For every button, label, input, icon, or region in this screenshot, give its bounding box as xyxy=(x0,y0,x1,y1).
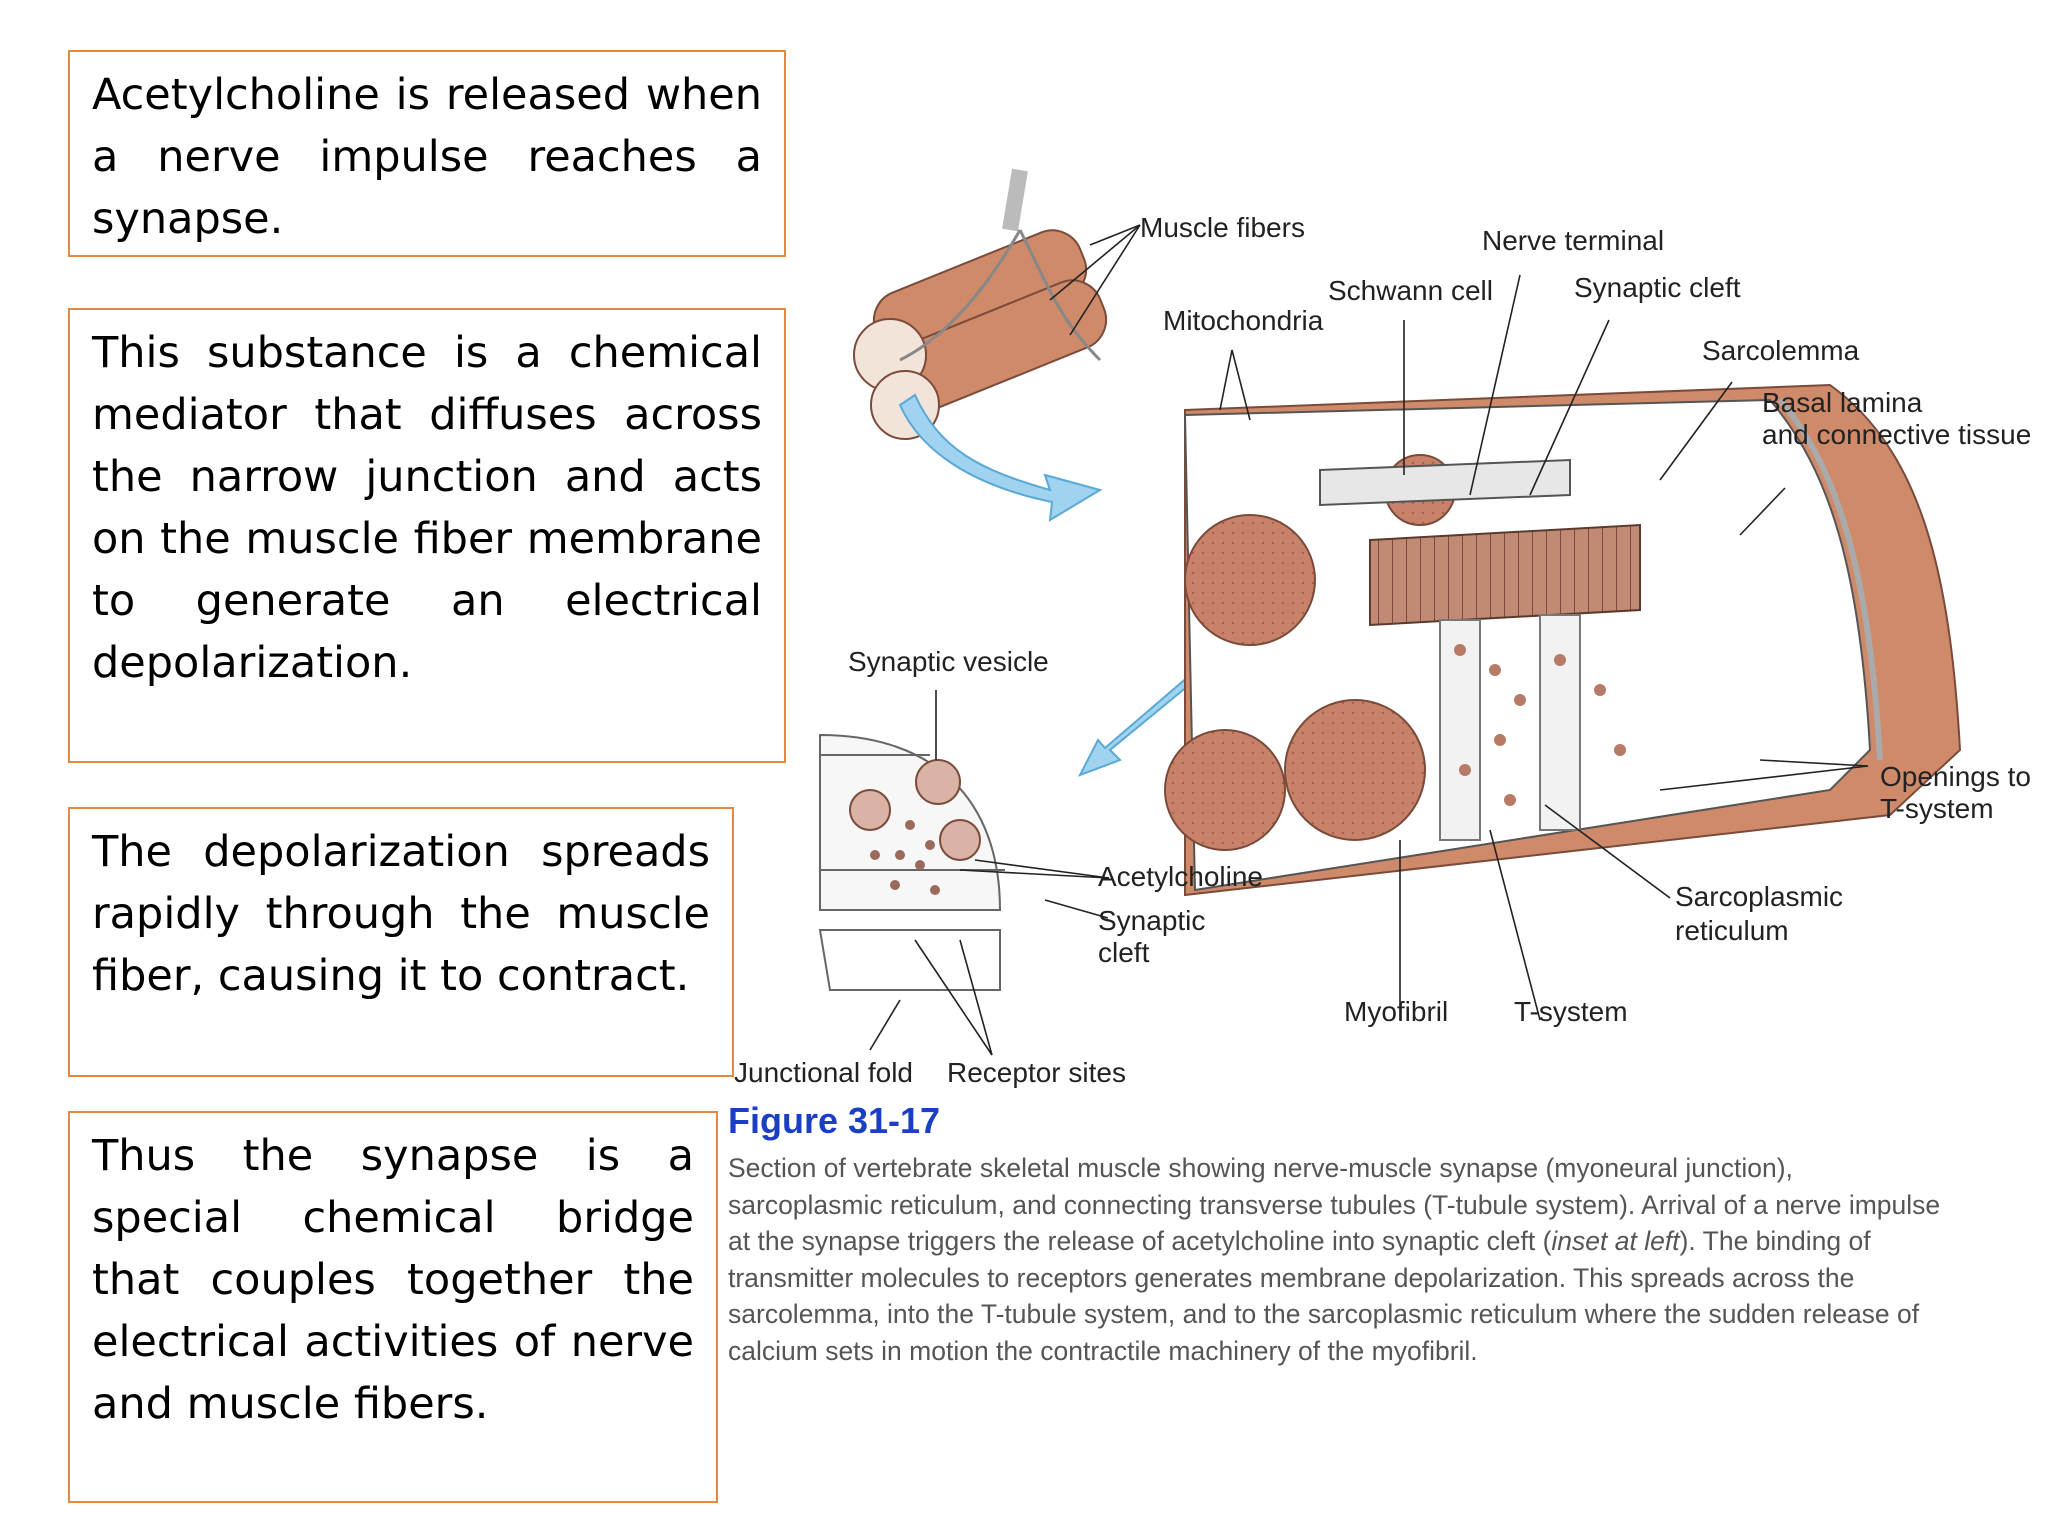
label-basal-lamina-2: and connective tissue xyxy=(1762,419,2031,450)
label-t-system: T-system xyxy=(1514,996,1628,1027)
label-junctional-fold: Junctional fold xyxy=(734,1057,913,1088)
label-inset-cleft: cleft xyxy=(1098,937,1150,968)
neuromuscular-junction-figure: Muscle fibers Nerve terminal Schwann cel… xyxy=(734,168,2031,1088)
muscle-bundle xyxy=(853,168,1108,440)
label-sarcoplasmic-1: Sarcoplasmic xyxy=(1675,881,1843,912)
figure-caption-title: Figure 31-17 xyxy=(728,1100,941,1141)
label-sarcoplasmic-2: reticulum xyxy=(1675,915,1789,946)
label-inset-synaptic: Synaptic xyxy=(1098,905,1205,936)
label-mitochondria: Mitochondria xyxy=(1163,305,1324,336)
label-synaptic-vesicle: Synaptic vesicle xyxy=(848,646,1049,677)
label-synaptic-cleft: Synaptic cleft xyxy=(1574,272,1741,303)
label-schwann-cell: Schwann cell xyxy=(1328,275,1493,306)
figure-caption: Section of vertebrate skeletal muscle sh… xyxy=(728,1150,1948,1369)
label-sarcolemma: Sarcolemma xyxy=(1702,335,1860,366)
label-myofibril: Myofibril xyxy=(1344,996,1448,1027)
muscle-section-block xyxy=(1164,383,1962,897)
synapse-inset xyxy=(818,733,1005,991)
label-nerve-terminal: Nerve terminal xyxy=(1482,225,1664,256)
zoom-arrow-upper xyxy=(898,393,1103,522)
caption-part-italic: inset at left xyxy=(1551,1226,1680,1256)
label-acetylcholine: Acetylcholine xyxy=(1098,861,1263,892)
text-box-chemical-mediator: This substance is a chemical mediator th… xyxy=(68,308,786,763)
label-openings-1: Openings to xyxy=(1880,761,2031,792)
label-basal-lamina-1: Basal lamina xyxy=(1762,387,1923,418)
caption-part-2: ). The binding of transmitter molecules … xyxy=(728,1226,1920,1366)
label-receptor-sites: Receptor sites xyxy=(947,1057,1126,1088)
text-box-depolarization-spreads: The depolarization spreads rapidly throu… xyxy=(68,807,734,1077)
label-muscle-fibers: Muscle fibers xyxy=(1140,212,1305,243)
caption-part-1: Section of vertebrate skeletal muscle sh… xyxy=(728,1153,1941,1256)
label-openings-2: T-system xyxy=(1880,793,1994,824)
text-box-synapse-bridge: Thus the synapse is a special chemical b… xyxy=(68,1111,718,1503)
text-box-acetylcholine-release: Acetylcholine is released when a nerve i… xyxy=(68,50,786,257)
